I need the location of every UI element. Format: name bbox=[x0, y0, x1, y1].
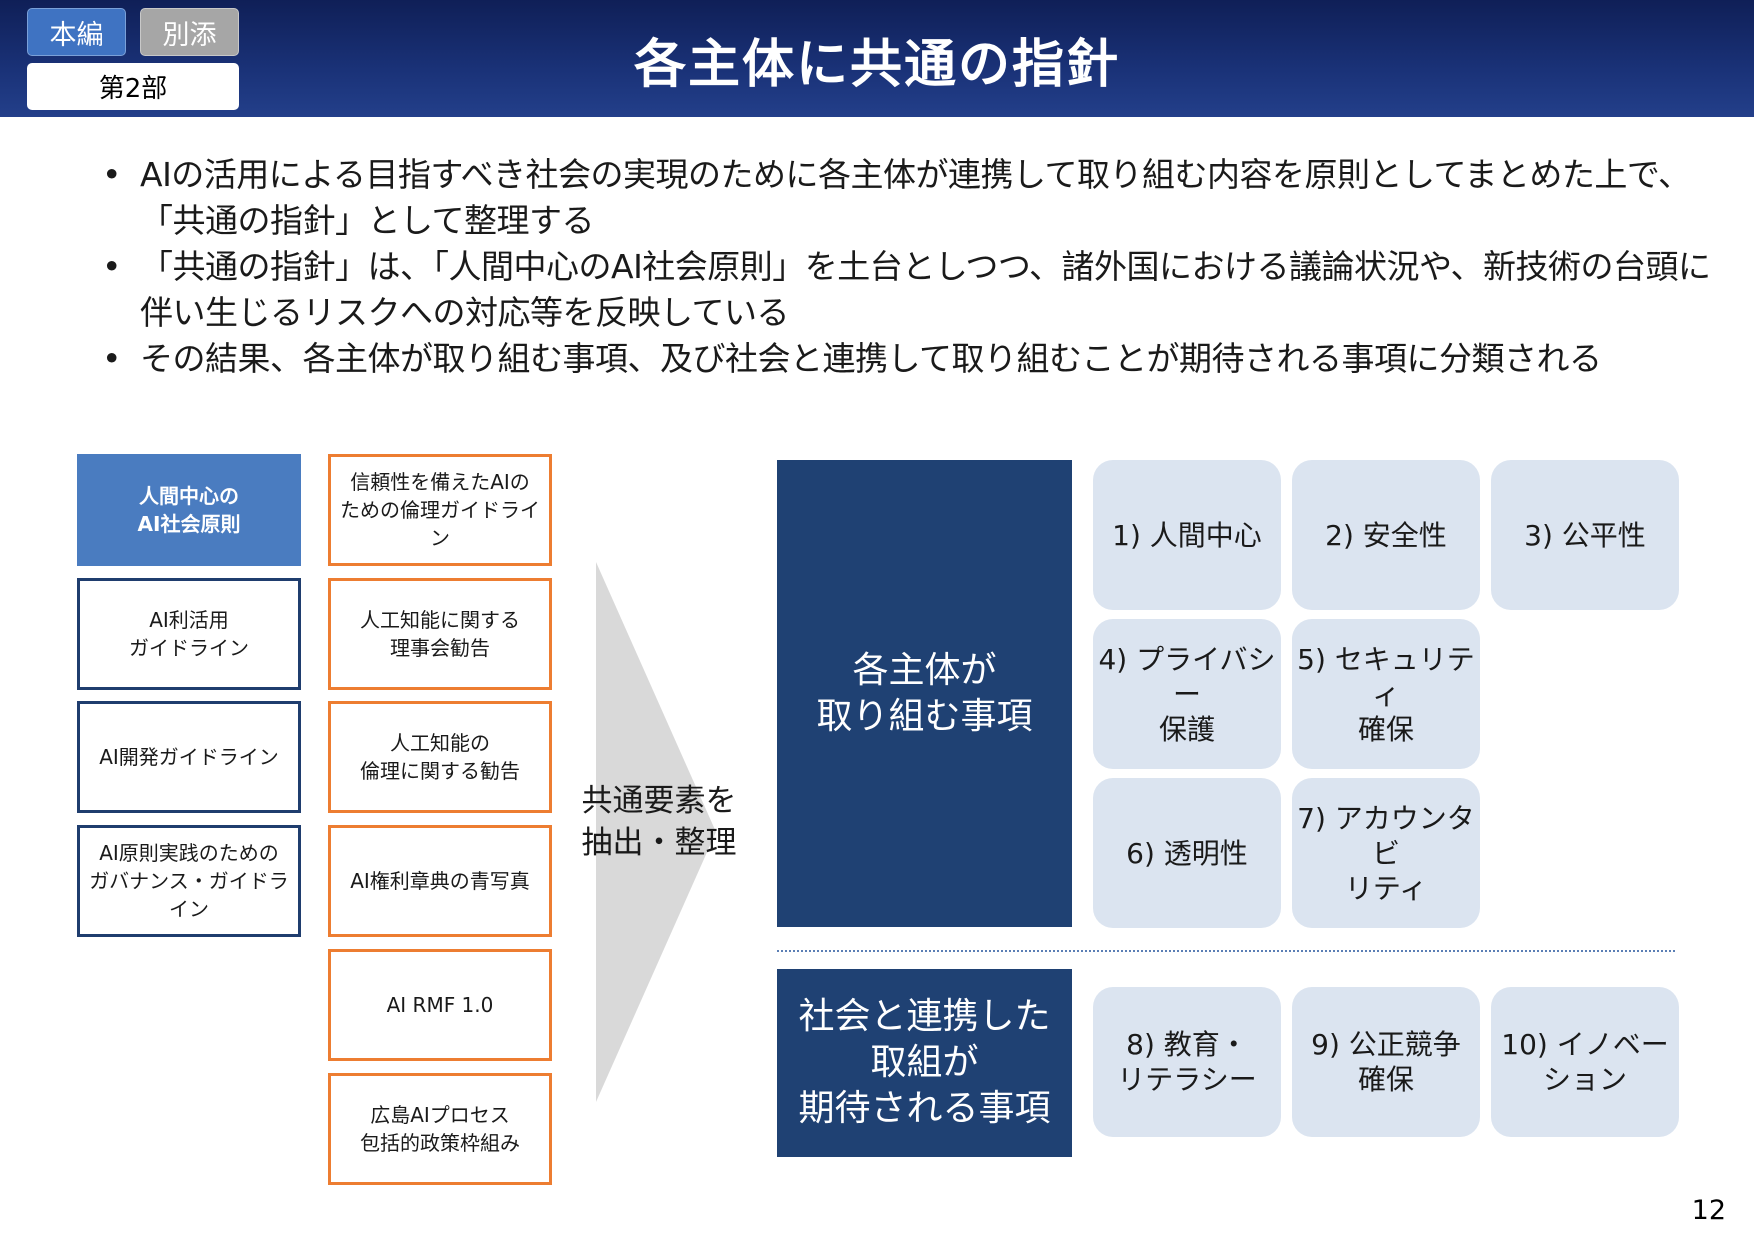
principle-education-literacy: 8) 教育・ リテラシー bbox=[1093, 987, 1281, 1137]
principle-fair-competition: 9) 公正競争 確保 bbox=[1292, 987, 1480, 1137]
bullet-item: AIの活用による目指すべき社会の実現のために各主体が連携して取り組む内容を原則と… bbox=[98, 152, 1718, 244]
part-label: 第2部 bbox=[27, 63, 239, 110]
principle-privacy: 4) プライバシー 保護 bbox=[1093, 619, 1281, 769]
section-divider bbox=[777, 950, 1675, 952]
source-ai-bill-of-rights: AI権利章典の青写真 bbox=[328, 825, 552, 937]
principle-fairness: 3) 公平性 bbox=[1491, 460, 1679, 610]
principle-security: 5) セキュリティ 確保 bbox=[1292, 619, 1480, 769]
header-band: 本編 別添 第2部 各主体に共通の指針 bbox=[0, 0, 1754, 117]
source-council-recommendation: 人工知能に関する 理事会勧告 bbox=[328, 578, 552, 690]
arrow-label: 共通要素を 抽出・整理 bbox=[581, 783, 737, 861]
source-trustworthy-ai-ethics: 信頼性を備えたAIの ための倫理ガイドライン bbox=[328, 454, 552, 566]
source-ai-development-guidelines: AI開発ガイドライン bbox=[77, 701, 301, 813]
principle-safety: 2) 安全性 bbox=[1292, 460, 1480, 610]
tab-main-volume[interactable]: 本編 bbox=[27, 8, 126, 56]
actor-items-box: 各主体が 取り組む事項 bbox=[777, 460, 1072, 927]
source-ai-rmf: AI RMF 1.0 bbox=[328, 949, 552, 1061]
principle-human-centric: 1) 人間中心 bbox=[1093, 460, 1281, 610]
source-ai-ethics-recommendation: 人工知能の 倫理に関する勧告 bbox=[328, 701, 552, 813]
page-number: 12 bbox=[1691, 1195, 1726, 1226]
principle-accountability: 7) アカウンタビ リティ bbox=[1292, 778, 1480, 928]
chevron-right-icon bbox=[596, 562, 716, 1102]
bullet-item: 「共通の指針」は、「人間中心のAI社会原則」を土台としつつ、諸外国における議論状… bbox=[98, 244, 1718, 336]
page-title: 各主体に共通の指針 bbox=[633, 35, 1120, 95]
bullet-item: その結果、各主体が取り組む事項、及び社会と連携して取り組むことが期待される事項に… bbox=[98, 336, 1718, 382]
source-ai-utilization-guidelines: AI利活用 ガイドライン bbox=[77, 578, 301, 690]
tab-annex[interactable]: 別添 bbox=[140, 8, 239, 56]
principle-innovation: 10) イノベー ション bbox=[1491, 987, 1679, 1137]
source-governance-guidelines: AI原則実践のための ガバナンス・ガイドライン bbox=[77, 825, 301, 937]
source-hiroshima-ai-process: 広島AIプロセス 包括的政策枠組み bbox=[328, 1073, 552, 1185]
society-items-box: 社会と連携した 取組が 期待される事項 bbox=[777, 969, 1072, 1157]
principle-transparency: 6) 透明性 bbox=[1093, 778, 1281, 928]
bullet-list: AIの活用による目指すべき社会の実現のために各主体が連携して取り組む内容を原則と… bbox=[98, 152, 1718, 382]
source-human-centric-ai-principles: 人間中心の AI社会原則 bbox=[77, 454, 301, 566]
